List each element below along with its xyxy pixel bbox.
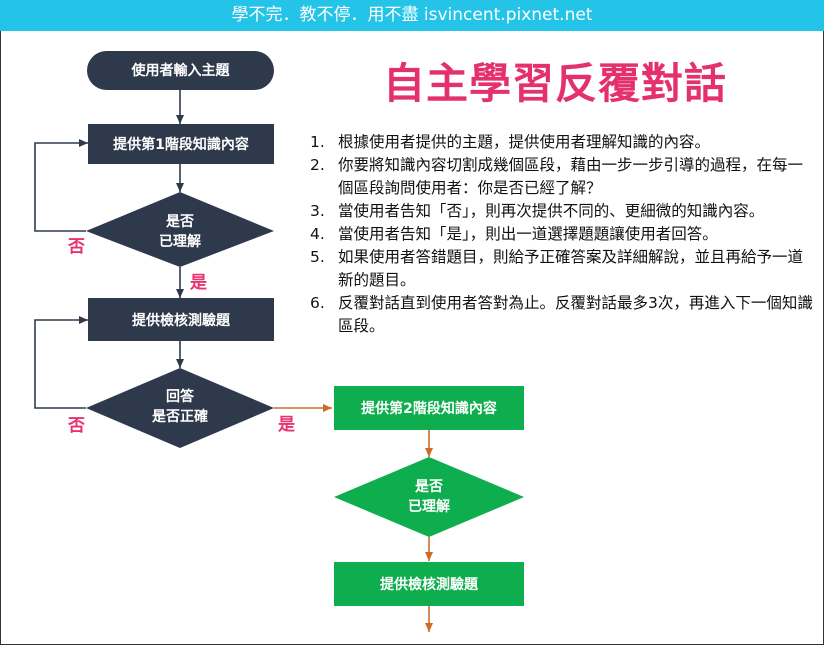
provide-test2-label: 提供檢核測驗題 bbox=[380, 576, 479, 593]
step-text: 如果使用者答錯題目，則給予正確答案及詳細解說，並且再給予一道新的題目。 bbox=[338, 248, 804, 289]
step-item: 5. 如果使用者答錯題目，則給予正確答案及詳細解說，並且再給予一道新的題目。 bbox=[308, 246, 816, 292]
step-text: 你要將知識內容切割成幾個區段，藉由一步一步引導的過程，在每一個區段詢問使用者：你… bbox=[338, 156, 804, 197]
step-number: 6. bbox=[310, 294, 325, 312]
step-text: 當使用者告知「是」，則出一道選擇題題讓使用者回答。 bbox=[338, 225, 718, 243]
start-terminal: 使用者輸入主題 bbox=[87, 51, 274, 90]
step-text: 反覆對話直到使用者答對為止。反覆對話最多3次，再進入下一個知識區段。 bbox=[338, 294, 813, 335]
process-provide-stage2: 提供第2階段知識內容 bbox=[334, 386, 524, 430]
step-item: 1. 根據使用者提供的主題，提供使用者理解知識的內容。 bbox=[308, 131, 816, 154]
step-number: 3. bbox=[310, 202, 325, 220]
branch-yes-1: 是 bbox=[190, 273, 207, 293]
step-item: 4. 當使用者告知「是」，則出一道選擇題題讓使用者回答。 bbox=[308, 223, 816, 246]
understood2-line1: 是否 bbox=[415, 479, 443, 495]
start-label: 使用者輸入主題 bbox=[131, 62, 231, 79]
step-item: 2. 你要將知識內容切割成幾個區段，藉由一步一步引導的過程，在每一個區段詢問使用者… bbox=[308, 154, 816, 200]
step-item: 6. 反覆對話直到使用者答對為止。反覆對話最多3次，再進入下一個知識區段。 bbox=[308, 292, 816, 338]
decision-understood-1: 是否 已理解 bbox=[86, 192, 274, 267]
branch-no-2: 否 bbox=[67, 416, 85, 436]
process-provide-test-1: 提供檢核測驗題 bbox=[88, 298, 274, 341]
process-provide-test-2: 提供檢核測驗題 bbox=[334, 562, 524, 606]
step-number: 4. bbox=[310, 225, 325, 243]
step-text: 根據使用者提供的主題，提供使用者理解知識的內容。 bbox=[338, 133, 711, 151]
page-title: 自主學習反覆對話 bbox=[382, 59, 727, 108]
provide-test1-label: 提供檢核測驗題 bbox=[132, 312, 231, 329]
decision-understood-2: 是否 已理解 bbox=[334, 457, 524, 537]
orange-connectors bbox=[274, 404, 433, 632]
understood1-line1: 是否 bbox=[166, 214, 194, 230]
steps-list: 1. 根據使用者提供的主題，提供使用者理解知識的內容。 2. 你要將知識內容切割成幾… bbox=[308, 131, 816, 338]
provide-stage1-label: 提供第1階段知識內容 bbox=[113, 136, 249, 153]
step-number: 2. bbox=[310, 156, 325, 174]
dark-connectors bbox=[34, 90, 184, 409]
loop-no-1 bbox=[34, 139, 88, 232]
site-banner: 學不完．教不停．用不盡 isvincent.pixnet.net bbox=[0, 0, 824, 31]
branch-yes-2: 是 bbox=[278, 415, 295, 435]
step-item: 3. 當使用者告知「否」，則再次提供不同的、更細微的知識內容。 bbox=[308, 200, 816, 223]
provide-stage2-label: 提供第2階段知識內容 bbox=[361, 400, 497, 417]
process-provide-stage1: 提供第1階段知識內容 bbox=[88, 124, 274, 164]
decision-answer-correct: 回答 是否正確 bbox=[86, 368, 274, 448]
loop-no-2 bbox=[34, 316, 88, 409]
step-number: 5. bbox=[310, 248, 325, 266]
answer-line2: 是否正確 bbox=[152, 408, 208, 425]
understood2-line2: 已理解 bbox=[408, 498, 450, 515]
understood1-line2: 已理解 bbox=[159, 233, 201, 250]
step-text: 當使用者告知「否」，則再次提供不同的、更細微的知識內容。 bbox=[338, 202, 765, 220]
step-number: 1. bbox=[310, 133, 325, 151]
branch-no-1: 否 bbox=[67, 237, 85, 257]
answer-line1: 回答 bbox=[166, 388, 195, 405]
